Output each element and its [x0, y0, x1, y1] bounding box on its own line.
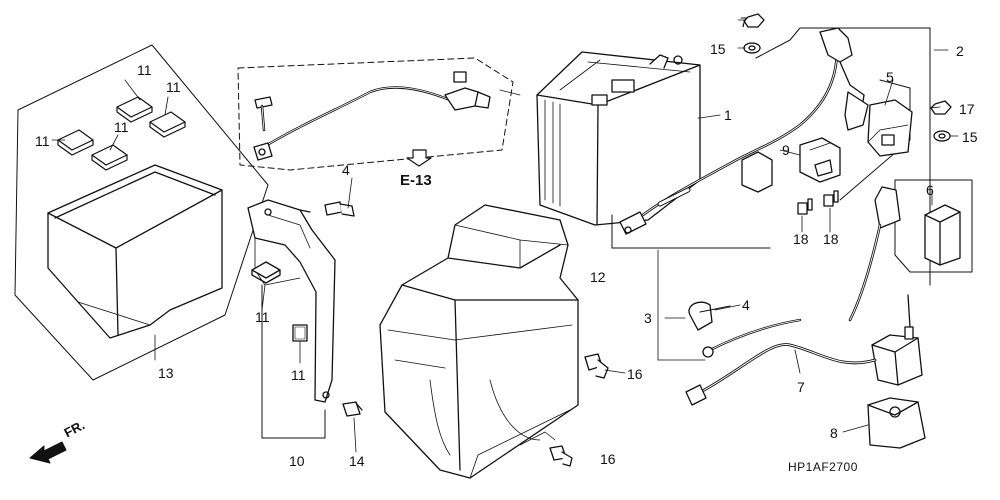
callout-7: 7 — [797, 379, 805, 395]
callout-13: 13 — [158, 365, 174, 381]
screws — [549, 353, 609, 467]
bracket-callout-lines — [261, 284, 326, 439]
section-ref-label: E-13 — [400, 172, 432, 189]
e13-arrow-icon — [406, 149, 432, 167]
callout-3: 3 — [644, 310, 652, 326]
front-direction-arrow-icon — [29, 441, 67, 464]
rubber-pads — [57, 96, 186, 171]
callout-17: 17 — [959, 101, 975, 117]
battery-cover — [379, 204, 579, 479]
callout-14: 14 — [349, 453, 365, 469]
callout-9: 9 — [782, 142, 790, 158]
negative-cable — [253, 71, 491, 161]
terminal-bolt-right — [688, 301, 731, 331]
terminal-cover-group — [848, 179, 973, 322]
callout-11: 11 — [35, 133, 50, 149]
starter-relay — [867, 294, 926, 449]
cable-subassembly-frame — [237, 57, 514, 171]
bracket-pads — [251, 261, 308, 342]
starter-cable-assembly — [619, 27, 869, 235]
callout-11: 11 — [166, 79, 181, 95]
callout-18: 18 — [793, 231, 809, 247]
fuses — [797, 190, 839, 215]
callout-4: 4 — [342, 162, 350, 178]
callout-6: 6 — [926, 182, 934, 198]
callout-7: 7 — [740, 14, 748, 30]
fuse-box — [799, 137, 841, 183]
callout-15: 15 — [710, 41, 726, 57]
callout-12: 12 — [590, 269, 606, 285]
callout-16: 16 — [600, 451, 616, 467]
callout-4: 4 — [742, 297, 750, 313]
bolt-small-upper — [254, 96, 273, 132]
battery-box-outline — [14, 44, 269, 381]
nuts-washers — [743, 13, 952, 142]
bolts — [324, 201, 363, 417]
battery — [536, 51, 701, 226]
battery-case — [47, 164, 223, 339]
callout-15: 15 — [962, 129, 978, 145]
callout-1: 1 — [724, 107, 732, 123]
callout-11: 11 — [255, 309, 270, 325]
callout-11: 11 — [114, 119, 129, 135]
callout-8: 8 — [830, 425, 838, 441]
battery-bracket — [247, 199, 336, 403]
callout-18: 18 — [823, 231, 839, 247]
callout-11: 11 — [137, 62, 152, 78]
callout-10: 10 — [289, 453, 305, 469]
callout-2: 2 — [956, 43, 964, 59]
fuse-holder — [867, 99, 913, 157]
callout-5: 5 — [886, 69, 894, 85]
drawing-code: HP1AF2700 — [788, 460, 858, 474]
relay-harness — [685, 318, 877, 406]
callout-11: 11 — [291, 367, 306, 383]
callout-16: 16 — [627, 366, 643, 382]
leader-lines — [51, 19, 959, 453]
